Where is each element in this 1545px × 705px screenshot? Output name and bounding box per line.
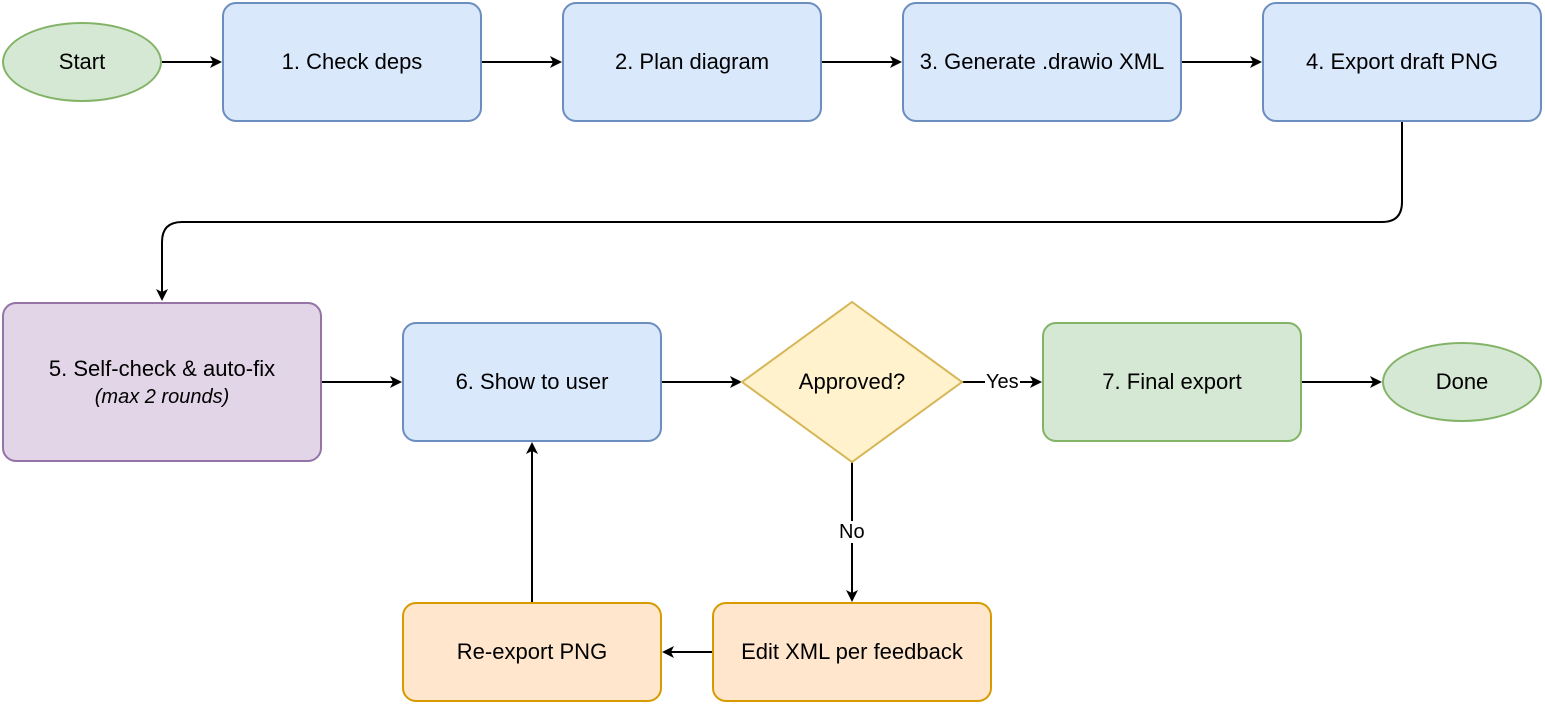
check-deps-step: 1. Check deps	[222, 2, 482, 122]
show-user-step: 6. Show to user	[402, 322, 662, 442]
export-draft-step: 4. Export draft PNG	[1262, 2, 1542, 122]
edit-xml-label: Edit XML per feedback	[741, 639, 963, 664]
final-export-label: 7. Final export	[1102, 369, 1242, 394]
generate-xml-label: 3. Generate .drawio XML	[919, 49, 1165, 74]
approved-label: Approved?	[798, 369, 906, 394]
start-label: Start	[58, 49, 106, 74]
check-deps-label: 1. Check deps	[281, 49, 423, 74]
plan-diagram-step: 2. Plan diagram	[562, 2, 822, 122]
approved-diamond-shape	[740, 300, 964, 464]
edge-export-draft-to-self-check	[156, 122, 1403, 301]
self-check-step: 5. Self-check & auto-fix (max 2 rounds)	[2, 302, 322, 462]
plan-diagram-label: 2. Plan diagram	[614, 49, 770, 74]
final-export-step: 7. Final export	[1042, 322, 1302, 442]
start-node: Start	[2, 22, 162, 102]
self-check-label: 5. Self-check & auto-fix	[48, 355, 276, 381]
done-label: Done	[1435, 369, 1489, 394]
edge-label-no: No	[838, 521, 866, 543]
edge-label-yes: Yes	[985, 371, 1020, 393]
approved-decision: Approved?	[742, 342, 962, 422]
show-user-label: 6. Show to user	[455, 369, 609, 394]
done-node: Done	[1382, 342, 1542, 422]
edit-xml-step: Edit XML per feedback	[712, 602, 992, 702]
reexport-step: Re-export PNG	[402, 602, 662, 702]
generate-xml-step: 3. Generate .drawio XML	[902, 2, 1182, 122]
reexport-label: Re-export PNG	[456, 639, 608, 664]
export-draft-label: 4. Export draft PNG	[1306, 49, 1498, 74]
self-check-note: (max 2 rounds)	[94, 385, 230, 408]
